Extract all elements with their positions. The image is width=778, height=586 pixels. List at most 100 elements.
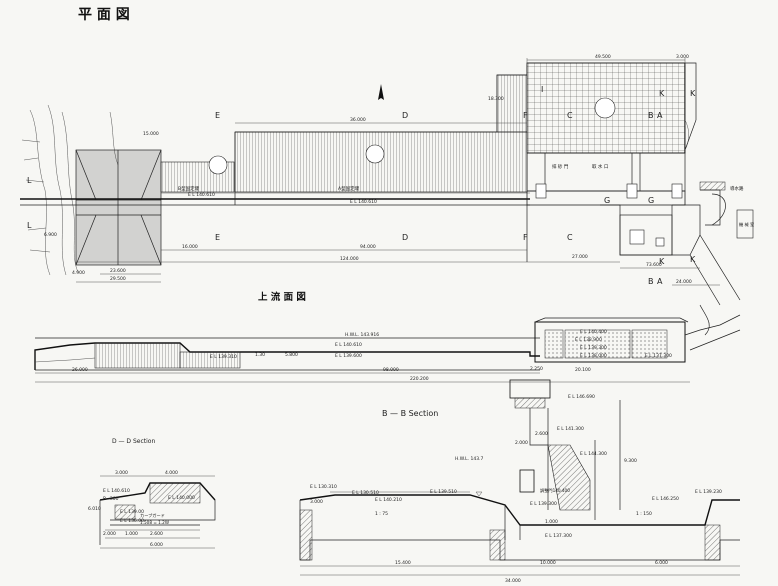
marker-e-top: E (215, 111, 220, 120)
bb-w-6000: 6.000 (655, 560, 668, 566)
up-el-b: E L 139.600 (335, 353, 362, 359)
bb-hwl: H.W.L. 143.7 (455, 456, 483, 462)
bb-w-34000: 34.000 (505, 578, 521, 584)
dim-4900: 4.900 (72, 270, 85, 276)
bb-el-139b: E L 139.300 (530, 501, 557, 507)
label-el-main-right: E L 140.610 (350, 199, 377, 205)
dd-h1: 6.010 (88, 506, 101, 512)
dim-29500: 29.500 (110, 276, 126, 282)
marker-g-right: G (648, 196, 654, 205)
up-el-g: E L 138.000 (580, 353, 607, 359)
marker-a-bottom: A (657, 277, 663, 286)
up-el-f: E L 139.300 (580, 345, 607, 351)
bb-slope-a: 1 : 75 (375, 511, 388, 517)
label-a-fixed: A型固定堰 (338, 185, 360, 192)
marker-b-top: B (648, 111, 654, 120)
marker-f-top: F (523, 111, 528, 120)
bb-w-2600: 2.600 (535, 431, 548, 437)
bb-el-146: E L 144.300 (580, 451, 607, 457)
label-intake-channel: 導水路 (730, 185, 744, 192)
dim-36000: 36.000 (350, 117, 366, 123)
river-bank (21, 104, 119, 276)
bb-slope-b: 1 : 150 (636, 511, 652, 517)
marker-c-bottom: C (567, 233, 573, 242)
dd-b2: 1.000 (125, 531, 138, 537)
up-el-c: E L 139.310 (210, 354, 237, 360)
gate-row (526, 152, 686, 192)
up-el-h: E L 137.300 (645, 353, 672, 359)
bb-w-15400: 15.400 (395, 560, 411, 566)
marker-d-top: D (402, 111, 408, 120)
dd-w2: 4.000 (165, 470, 178, 476)
label-sand-flush: 排 砂 門 (552, 163, 569, 170)
dim-124000: 124.000 (340, 256, 359, 262)
marker-k-top2: K (690, 89, 696, 98)
bb-title: B — B Section (382, 409, 438, 418)
marker-e-bottom: E (215, 233, 220, 242)
bb-w-10000: 10.000 (540, 560, 556, 566)
survey-marker-1 (208, 155, 228, 175)
a-fixed-weir (234, 131, 528, 193)
bb-el-1392: E L 139.230 (695, 489, 722, 495)
marker-l-top: L (27, 176, 32, 185)
up-hwl: H.W.L. 143.916 (345, 332, 379, 338)
marker-l-bottom: L (27, 221, 32, 230)
dim-15000: 15.000 (143, 131, 159, 137)
dd-el-a: E L 140.610 (103, 488, 130, 494)
up-d4: 220.200 (410, 376, 429, 382)
dd-note2: 1.508 = 1.2W (140, 520, 169, 525)
bb-el-141: E L 141.300 (557, 426, 584, 432)
dd-el-d: E L 136.00 (120, 518, 144, 524)
up-d7: 2.250 (530, 366, 543, 372)
dim-18300: 18.300 (488, 96, 504, 102)
marker-b-bottom: B (648, 277, 654, 286)
bb-el-139: E L 139.510 (430, 489, 457, 495)
bb-section: E L 146.690 E L 130.310 E L 139.510 E L … (299, 379, 740, 584)
dd-el-b: E L 140.000 (168, 495, 195, 501)
dim-23600: 23.600 (110, 268, 126, 274)
dd-b1: 2.000 (103, 531, 116, 537)
dim-73600: 73.600 (646, 262, 662, 268)
up-d1: 26.000 (72, 367, 88, 373)
label-el-main-left: E L 140.610 (188, 192, 215, 198)
dim-94000: 94.000 (360, 244, 376, 250)
dd-b3: 2.600 (150, 531, 163, 537)
survey-marker-2 (365, 144, 385, 164)
marker-d-bottom: D (402, 233, 408, 242)
bb-el-130: E L 130.310 (310, 484, 337, 490)
marker-k-top: K (659, 89, 665, 98)
bb-el-1305: E L 130.510 (352, 490, 379, 496)
bb-el-1462: E L 146.250 (652, 496, 679, 502)
upstream-title: 上 流 面 図 (258, 291, 306, 303)
marker-g-left: G (604, 196, 610, 205)
dim-27000: 27.000 (572, 254, 588, 260)
label-intake: 取 水 口 (592, 163, 608, 170)
left-abutment (75, 149, 162, 266)
marker-c-top: C (567, 111, 573, 120)
bb-w-3000: 3.000 (310, 499, 323, 505)
marker-k-bottom: K (659, 257, 665, 266)
up-el-a: E L 140.610 (335, 342, 362, 348)
dd-title: D — D Section (112, 438, 155, 445)
bb-w-1000: 1.000 (545, 519, 558, 525)
plan-view: E E D D F F C C G G K K K K B A B A L L … (20, 54, 754, 336)
marker-f-bottom: F (523, 233, 528, 242)
bb-el-140: E L 140.210 (375, 497, 402, 503)
label-b-fixed: B型固定堰 (178, 185, 200, 192)
dd-w1: 3.000 (115, 470, 128, 476)
dim-24000: 24.000 (676, 279, 692, 285)
dd-r: R=300 (103, 496, 119, 502)
bb-gate-note: 調整門140.400 (540, 487, 570, 494)
bb-el-top: E L 146.690 (568, 394, 595, 400)
up-el-d: E L 140.400 (580, 329, 607, 335)
marker-k-bottom2: K (690, 255, 696, 264)
gate-house (736, 209, 754, 239)
label-gate-house: 機 械 室 (739, 221, 754, 228)
up-d6: 1.30 (255, 352, 265, 358)
dd-el-c: E L 139.00 (120, 509, 144, 515)
up-d2: 98.000 (383, 367, 399, 373)
dim-6900: 6.900 (44, 232, 57, 238)
upstream-elevation: H.W.L. 143.916 E L 140.610 E L 139.600 E… (34, 314, 741, 383)
